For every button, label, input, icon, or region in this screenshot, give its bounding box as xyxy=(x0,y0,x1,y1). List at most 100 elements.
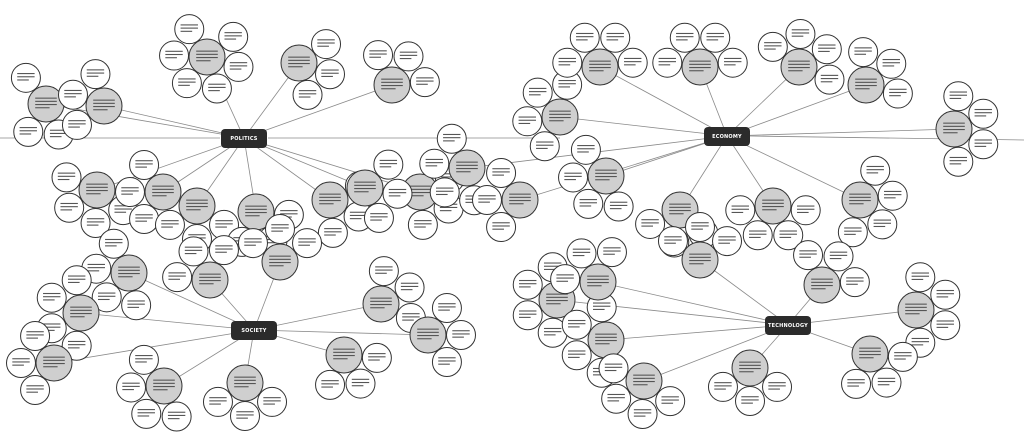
leaf-node[interactable] xyxy=(486,157,517,188)
leaf-node[interactable] xyxy=(569,22,600,53)
leaf-node[interactable] xyxy=(162,262,193,293)
leaf-node[interactable] xyxy=(171,68,202,99)
leaf-node[interactable] xyxy=(368,256,399,287)
leaf-node[interactable] xyxy=(345,368,376,399)
leaf-node[interactable] xyxy=(848,37,879,68)
leaf-node[interactable] xyxy=(292,79,323,110)
leaf-node[interactable] xyxy=(129,149,160,180)
leaf-node[interactable] xyxy=(725,195,756,226)
leaf-node[interactable] xyxy=(561,340,592,371)
leaf-node[interactable] xyxy=(154,209,185,240)
leaf-node[interactable] xyxy=(617,47,648,78)
leaf-node[interactable] xyxy=(529,131,560,162)
leaf-node[interactable] xyxy=(121,290,152,321)
leaf-node[interactable] xyxy=(6,348,36,378)
leaf-node[interactable] xyxy=(419,148,450,179)
leaf-node[interactable] xyxy=(315,369,346,400)
leaf-node[interactable] xyxy=(382,178,413,209)
leaf-node[interactable] xyxy=(431,292,462,323)
leaf-node[interactable] xyxy=(202,386,233,417)
leaf-node[interactable] xyxy=(876,48,907,79)
leaf-node[interactable] xyxy=(311,29,342,60)
leaf-node[interactable] xyxy=(837,217,868,248)
leaf-node[interactable] xyxy=(61,109,92,140)
leaf-node[interactable] xyxy=(363,40,394,71)
leaf-node[interactable] xyxy=(657,226,688,257)
hub-politics[interactable]: POLITICS xyxy=(221,129,267,148)
leaf-node[interactable] xyxy=(431,347,462,378)
leaf-node[interactable] xyxy=(446,320,476,350)
leaf-node[interactable] xyxy=(600,22,631,53)
leaf-node[interactable] xyxy=(627,398,658,429)
leaf-node[interactable] xyxy=(363,202,394,233)
leaf-node[interactable] xyxy=(10,62,41,93)
leaf-node[interactable] xyxy=(968,98,999,129)
leaf-node[interactable] xyxy=(735,386,765,416)
leaf-node[interactable] xyxy=(115,177,145,207)
leaf-node[interactable] xyxy=(785,19,816,50)
leaf-node[interactable] xyxy=(61,265,92,296)
leaf-node[interactable] xyxy=(178,236,209,267)
leaf-node[interactable] xyxy=(373,149,404,180)
leaf-node[interactable] xyxy=(596,237,627,268)
leaf-node[interactable] xyxy=(655,386,686,417)
leaf-node[interactable] xyxy=(561,309,592,340)
leaf-node[interactable] xyxy=(814,64,845,95)
leaf-node[interactable] xyxy=(700,22,731,53)
leaf-node[interactable] xyxy=(54,192,85,223)
leaf-node[interactable] xyxy=(472,185,502,215)
leaf-node[interactable] xyxy=(669,22,700,53)
leaf-node[interactable] xyxy=(512,300,543,331)
leaf-node[interactable] xyxy=(407,209,438,240)
leaf-node[interactable] xyxy=(757,31,788,62)
leaf-node[interactable] xyxy=(871,367,902,398)
leaf-node[interactable] xyxy=(20,320,51,351)
leaf-node[interactable] xyxy=(409,67,440,98)
leaf-node[interactable] xyxy=(717,47,748,78)
leaf-node[interactable] xyxy=(601,383,632,414)
leaf-node[interactable] xyxy=(13,116,44,147)
leaf-node[interactable] xyxy=(218,21,249,52)
leaf-node[interactable] xyxy=(257,386,288,417)
leaf-node[interactable] xyxy=(51,162,82,193)
leaf-node[interactable] xyxy=(201,73,232,104)
leaf-node[interactable] xyxy=(522,77,553,108)
leaf-node[interactable] xyxy=(839,267,870,298)
leaf-node[interactable] xyxy=(811,34,842,65)
leaf-node[interactable] xyxy=(80,59,111,90)
leaf-node[interactable] xyxy=(707,371,738,402)
leaf-node[interactable] xyxy=(598,353,629,384)
leaf-node[interactable] xyxy=(603,191,634,222)
hub-economy[interactable]: ECONOMY xyxy=(704,127,750,146)
leaf-node[interactable] xyxy=(552,47,583,78)
leaf-node[interactable] xyxy=(790,195,821,226)
leaf-node[interactable] xyxy=(174,14,205,45)
leaf-node[interactable] xyxy=(230,401,260,431)
leaf-node[interactable] xyxy=(161,401,192,432)
leaf-node[interactable] xyxy=(860,155,891,186)
leaf-node[interactable] xyxy=(436,123,467,154)
leaf-node[interactable] xyxy=(116,372,147,403)
leaf-node[interactable] xyxy=(315,59,346,90)
leaf-node[interactable] xyxy=(265,214,295,244)
leaf-node[interactable] xyxy=(36,282,67,313)
leaf-node[interactable] xyxy=(393,41,424,72)
leaf-node[interactable] xyxy=(943,81,974,112)
leaf-node[interactable] xyxy=(317,217,348,248)
leaf-node[interactable] xyxy=(930,279,961,310)
leaf-node[interactable] xyxy=(223,51,254,82)
leaf-node[interactable] xyxy=(742,220,773,251)
leaf-node[interactable] xyxy=(823,241,854,272)
leaf-node[interactable] xyxy=(793,240,824,271)
leaf-node[interactable] xyxy=(237,228,268,259)
leaf-node[interactable] xyxy=(773,220,804,251)
leaf-node[interactable] xyxy=(887,341,918,372)
leaf-node[interactable] xyxy=(905,262,936,293)
leaf-node[interactable] xyxy=(762,371,793,402)
leaf-node[interactable] xyxy=(80,207,111,238)
leaf-node[interactable] xyxy=(20,375,51,406)
leaf-node[interactable] xyxy=(558,162,589,193)
leaf-node[interactable] xyxy=(292,228,323,259)
leaf-node[interactable] xyxy=(550,264,581,295)
leaf-node[interactable] xyxy=(394,272,425,303)
